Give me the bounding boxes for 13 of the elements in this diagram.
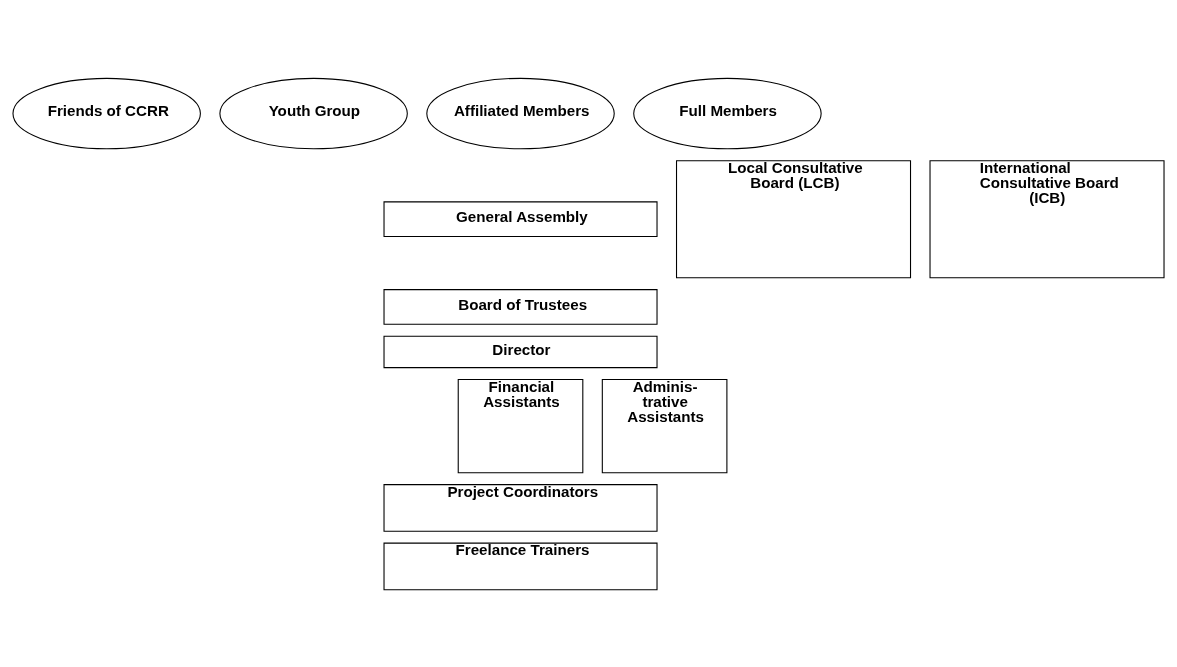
node-box: Adminis- trative Assistants — [601, 378, 728, 473]
node-ellipse: Youth Group — [219, 77, 408, 149]
node-ellipse: Full Members — [633, 77, 822, 149]
node-box: Local Consultative Board (LCB) — [676, 159, 912, 278]
node-ellipse: Affiliated Members — [426, 77, 615, 149]
node-ellipse: Friends of CCRR — [12, 77, 201, 149]
node-box: Board of Trustees — [383, 288, 658, 325]
node-box: Freelance Trainers — [383, 542, 658, 590]
node-box: International Consultative Board (ICB) — [929, 159, 1165, 278]
node-box: General Assembly — [383, 200, 658, 237]
node-box: Project Coordinators — [383, 483, 658, 532]
node-box: Director — [383, 335, 658, 368]
node-box: Financial Assistants — [457, 378, 584, 473]
